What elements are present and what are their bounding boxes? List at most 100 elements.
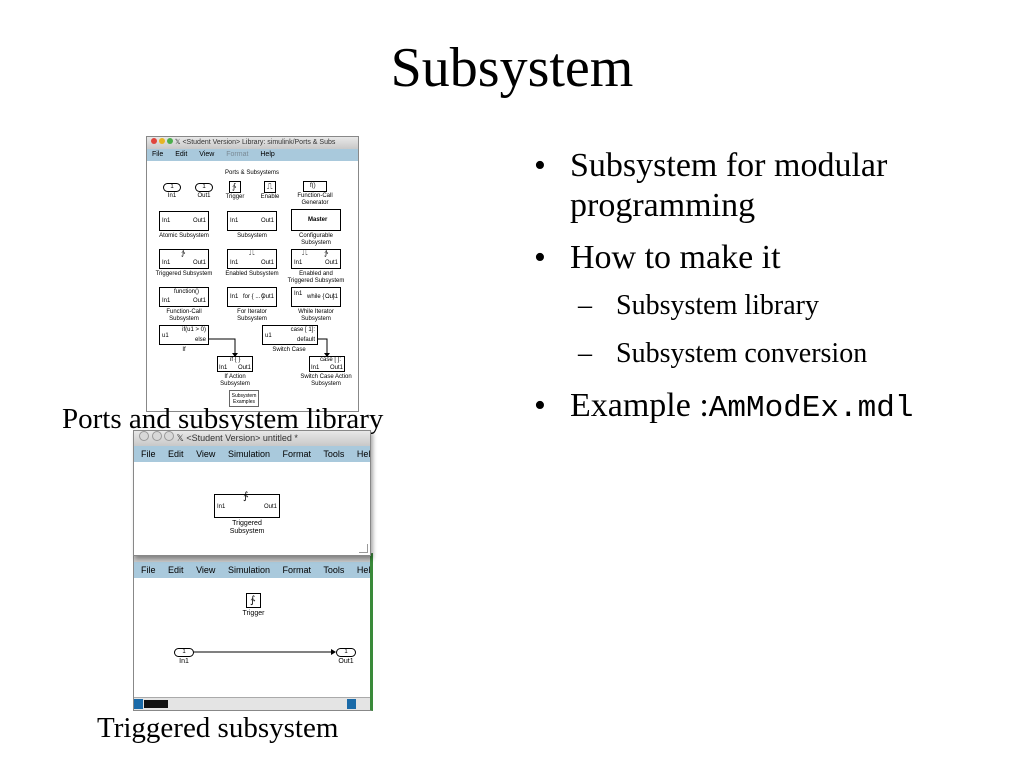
slide-title: Subsystem xyxy=(390,37,634,99)
untitled-menubar: File Edit View Simulation Format Tools H… xyxy=(134,446,370,462)
menu-tools[interactable]: Tools xyxy=(323,449,345,459)
atomic-label: Atomic Subsystem xyxy=(159,233,209,239)
menu-view[interactable]: View xyxy=(196,449,216,459)
trigger-icon: ∱ xyxy=(243,491,249,502)
in1-port[interactable]: 1 xyxy=(174,648,194,657)
menu-file[interactable]: File xyxy=(152,151,164,158)
sub-bullet-item: –Subsystem conversion xyxy=(578,338,868,369)
in1-port-block[interactable]: 1 xyxy=(163,183,181,192)
horizontal-scrollbar[interactable] xyxy=(134,697,370,710)
enable-label: Enable xyxy=(260,194,280,200)
library-heading: Ports & Subsystems xyxy=(224,170,280,176)
library-caption: Ports and subsystem library xyxy=(62,403,384,435)
scroll-left-icon[interactable] xyxy=(134,699,143,709)
menu-format: Format xyxy=(226,151,249,158)
enable-port-block[interactable]: ⎍ xyxy=(264,181,276,193)
menu-simulation[interactable]: Simulation xyxy=(227,565,270,575)
out1-port-block[interactable]: 1 xyxy=(195,183,213,192)
menu-tools[interactable]: Tools xyxy=(323,565,345,575)
while-iterator-label: While Iterator Subsystem xyxy=(298,309,334,322)
menu-help[interactable]: Help xyxy=(356,565,371,575)
menu-view[interactable]: View xyxy=(196,565,216,575)
bullet-text: Example : xyxy=(570,387,709,424)
zoom-icon[interactable] xyxy=(166,138,173,144)
triggered-caption: Triggered subsystem xyxy=(97,712,339,744)
untitled-window: 𝕏 <Student Version> untitled * File Edit… xyxy=(133,430,371,556)
sub-bullet-item: –Subsystem library xyxy=(578,290,819,321)
triggered-menubar: File Edit View Simulation Format Tools H… xyxy=(134,562,370,578)
fcg-block[interactable]: f() xyxy=(303,181,327,192)
subsystem-examples-block[interactable]: Subsystem Examples xyxy=(229,390,259,407)
bullet-item: •Subsystem for modular programming xyxy=(534,147,888,224)
out1-label: Out1 xyxy=(197,193,211,199)
switch-case-action-label: Switch Case Action Subsystem xyxy=(300,374,352,387)
function-call-label: Function-Call Subsystem xyxy=(166,309,202,322)
close-icon[interactable] xyxy=(139,431,149,441)
signal-line xyxy=(194,649,336,655)
scroll-right-icon[interactable] xyxy=(347,699,356,709)
x11-icon: 𝕏 xyxy=(176,433,184,443)
configurable-subsystem-block[interactable]: Master xyxy=(291,209,341,231)
library-titlebar: 𝕏 <Student Version> Library: simulink/Po… xyxy=(147,137,358,149)
menu-view[interactable]: View xyxy=(199,151,215,158)
menu-edit[interactable]: Edit xyxy=(168,565,184,575)
resize-grip-icon[interactable] xyxy=(359,544,368,553)
trigger-port-block[interactable]: ∱ xyxy=(229,181,241,193)
minimize-icon[interactable] xyxy=(151,431,162,441)
scroll-thumb[interactable] xyxy=(144,700,168,708)
sub-bullet-text: Subsystem library xyxy=(616,290,819,321)
minimize-icon[interactable] xyxy=(158,138,165,144)
trigger-block[interactable]: ∱ xyxy=(246,593,261,608)
out1-port[interactable]: 1 xyxy=(336,648,356,657)
out1-label: Out1 xyxy=(338,658,354,665)
close-icon[interactable] xyxy=(151,138,157,144)
menu-help[interactable]: Help xyxy=(260,151,275,158)
switch-case-label: Switch Case xyxy=(272,347,306,353)
zoom-icon[interactable] xyxy=(164,431,175,441)
menu-help[interactable]: Help xyxy=(356,449,371,459)
menu-file[interactable]: File xyxy=(141,449,156,459)
triggered-subsystem-block[interactable]: ∱ In1 Out1 xyxy=(214,491,280,518)
menu-format[interactable]: Format xyxy=(282,565,311,575)
enabled-label: Enabled Subsystem xyxy=(225,271,279,277)
trigger-label: Trigger xyxy=(242,610,265,617)
subsystem-label: Subsystem xyxy=(237,233,267,239)
bullet-text: Subsystem for modular programming xyxy=(570,147,888,224)
menu-edit[interactable]: Edit xyxy=(175,151,188,158)
untitled-titlebar: 𝕏 <Student Version> untitled * xyxy=(134,431,370,446)
menu-edit[interactable]: Edit xyxy=(168,449,184,459)
library-menubar: File Edit View Format Help xyxy=(147,149,358,161)
menu-simulation[interactable]: Simulation xyxy=(227,449,270,459)
enabled-triggered-label: Enabled and Triggered Subsystem xyxy=(287,271,345,284)
if-action-label: If Action Subsystem xyxy=(220,374,250,387)
in1-label: In1 xyxy=(179,658,189,665)
menu-format[interactable]: Format xyxy=(282,449,311,459)
menu-file[interactable]: File xyxy=(141,565,156,575)
triggered-subsystem-label: Triggered Subsystem xyxy=(229,520,265,535)
hidden-titlebar xyxy=(134,554,370,562)
configurable-label: Configurable Subsystem xyxy=(298,233,334,246)
bullet-item: •Example :AmModEx.mdl xyxy=(534,387,914,426)
example-filename: AmModEx.mdl xyxy=(708,391,914,426)
bullet-text: How to make it xyxy=(570,239,781,276)
window-title: <Student Version> untitled * xyxy=(186,433,298,443)
triggered-label: Triggered Subsystem xyxy=(155,271,213,277)
window-title: <Student Version> Library: simulink/Port… xyxy=(182,139,336,146)
x11-icon: 𝕏 xyxy=(174,139,181,146)
library-window: 𝕏 <Student Version> Library: simulink/Po… xyxy=(146,136,359,412)
trigger-label: Trigger xyxy=(225,194,245,200)
bullet-item: •How to make it xyxy=(534,239,781,276)
if-label: If xyxy=(182,347,186,353)
